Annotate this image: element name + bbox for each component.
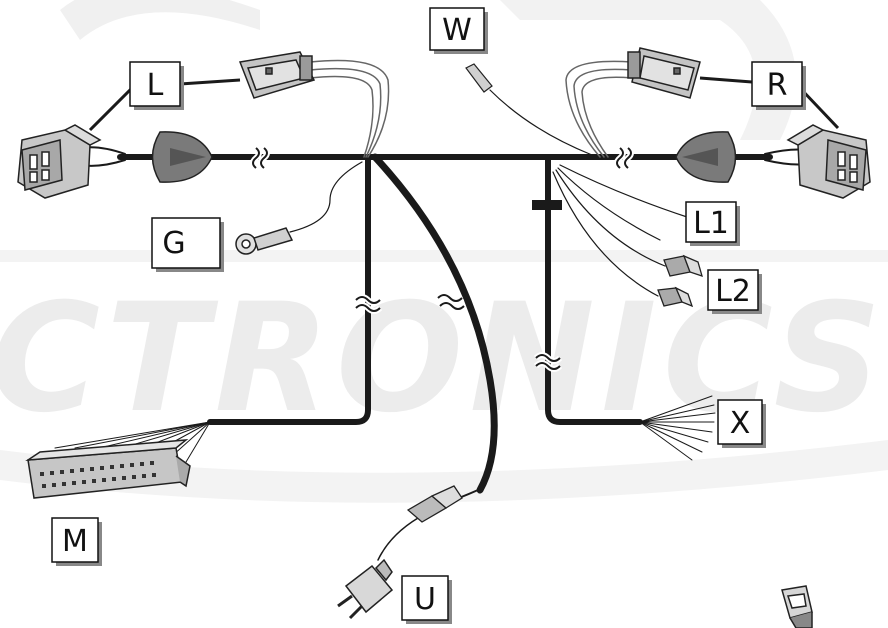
wire-to-l2-a [555, 169, 666, 267]
wire-to-l2-b [552, 171, 659, 297]
label-w: W [429, 7, 488, 54]
label-m-text: M [62, 524, 88, 559]
grommet-left [151, 131, 213, 183]
label-u-text: U [414, 582, 436, 617]
small-plug-connector [781, 585, 813, 628]
label-leaders [88, 76, 840, 132]
label-l2-text: L2 [715, 274, 751, 309]
w-pin-terminal [465, 63, 493, 93]
label-l2: L2 [707, 269, 762, 314]
label-l: L [129, 61, 184, 110]
l-plug-wires [309, 59, 390, 158]
x-fan-wires [639, 395, 716, 461]
wire-to-l1 [559, 164, 691, 219]
label-g-text: G [162, 226, 185, 261]
label-r: R [751, 61, 806, 110]
label-x-text: X [730, 406, 751, 441]
u-power-plug [337, 558, 394, 620]
label-g: G [151, 217, 224, 272]
r-plug-connector [627, 47, 701, 99]
ground-wire [289, 161, 363, 233]
label-w-text: W [442, 13, 472, 48]
left-housing-connector [17, 124, 102, 199]
r-plug-wires [565, 60, 633, 158]
label-u: U [401, 575, 452, 624]
w-wire [489, 89, 593, 156]
u-inline-connector [406, 485, 463, 523]
ground-ring-terminal [235, 227, 294, 255]
right-housing-connector [786, 124, 871, 199]
l2-connector-lower [657, 286, 694, 308]
wire-u-to-plug [377, 517, 419, 561]
label-m: M [51, 517, 102, 566]
wire-to-m [207, 154, 371, 425]
break-marks [250, 145, 634, 372]
wire-to-l1-b [557, 167, 661, 241]
label-l-text: L [147, 68, 164, 103]
label-r-text: R [767, 68, 788, 103]
label-l1-text: L1 [693, 206, 729, 241]
wire-to-x [545, 154, 643, 425]
l-plug-connector [238, 51, 316, 99]
cable-clip [532, 200, 562, 210]
wire-to-u [371, 153, 498, 494]
grommet-right [675, 131, 737, 183]
m-multipin-connector [25, 439, 191, 499]
l2-connector-upper [663, 254, 703, 278]
break-mark [435, 292, 467, 312]
label-x: X [717, 399, 766, 448]
label-l1: L1 [685, 201, 740, 246]
